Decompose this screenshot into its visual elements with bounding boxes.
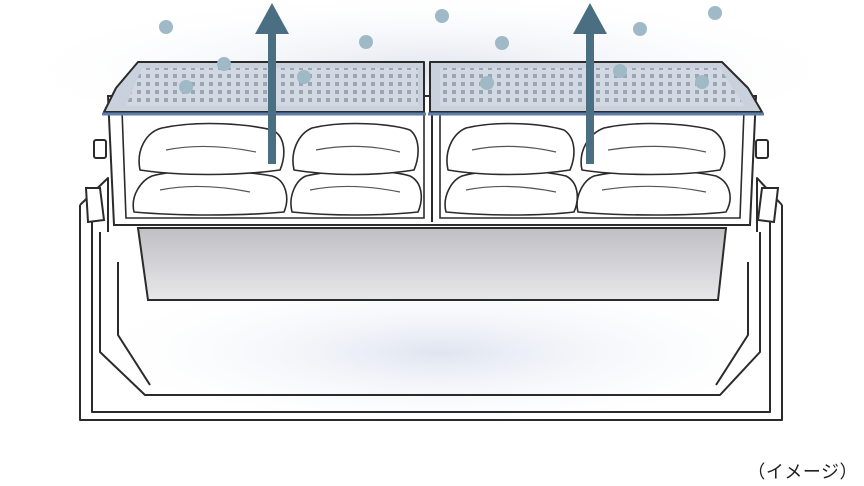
bottom-haze	[110, 270, 770, 420]
outer-drawer	[79, 177, 783, 421]
mist-dot-icon	[159, 20, 173, 34]
mist-dot-icon	[179, 80, 193, 94]
mist-dot-icon	[613, 64, 627, 78]
mist-dot-icon	[695, 75, 709, 89]
vented-lid-right	[428, 61, 764, 116]
stored-bags	[132, 122, 731, 216]
upward-arrow-icon	[573, 3, 607, 164]
bag-creases	[159, 145, 707, 193]
inner-tray	[136, 227, 728, 301]
mist-dot-icon	[359, 35, 373, 49]
image-caption: （イメージ）	[747, 462, 858, 483]
mist-dot-icon	[708, 6, 722, 20]
mist-dot-icon	[435, 9, 449, 23]
mist-dot-icon	[217, 57, 231, 71]
mist-dot-icons	[159, 6, 722, 94]
upward-arrow-icon	[255, 3, 289, 164]
side-supports	[84, 139, 780, 224]
mist-dot-icon	[495, 36, 509, 50]
mist-dot-icon	[480, 76, 494, 90]
mist-dot-icon	[297, 70, 311, 84]
mist-dot-icon	[633, 22, 647, 36]
vented-lid-left	[102, 61, 426, 116]
